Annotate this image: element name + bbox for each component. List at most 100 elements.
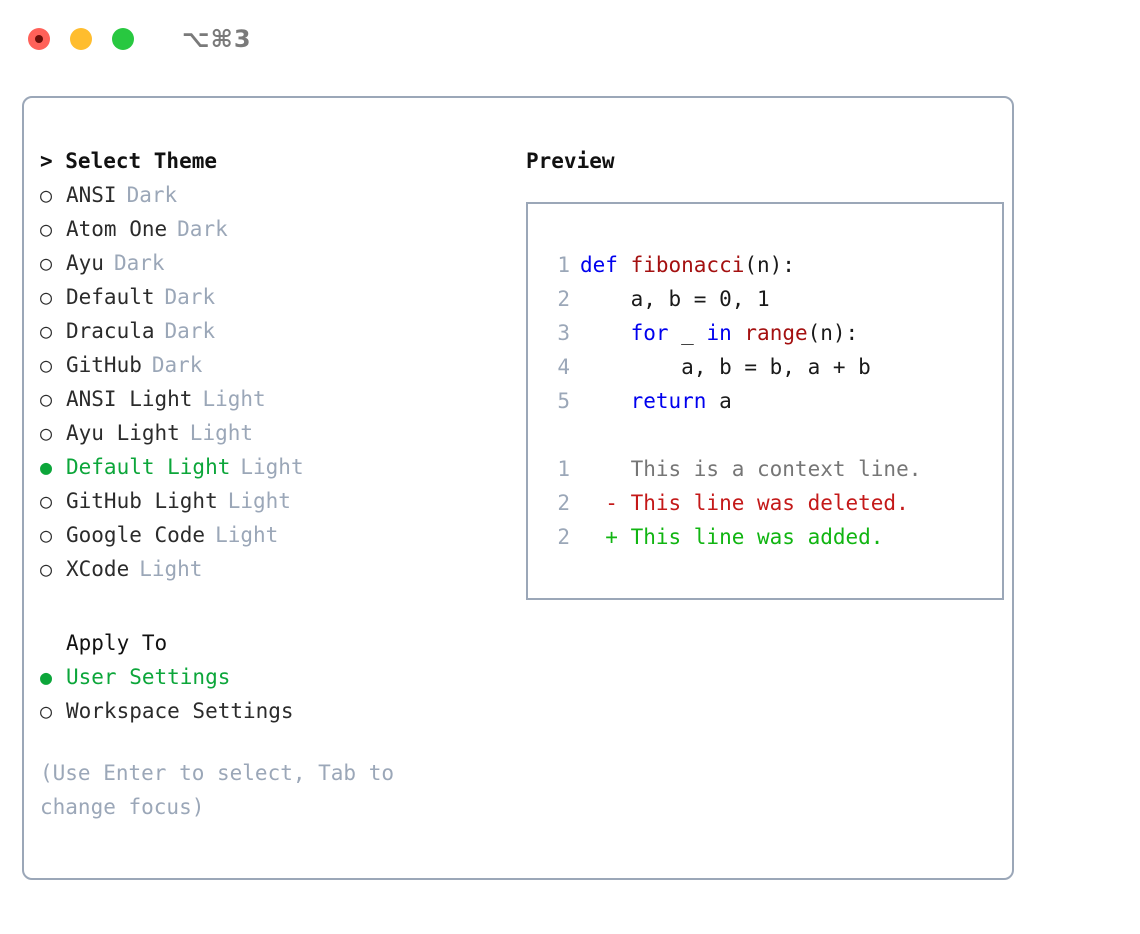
code-token <box>732 321 745 345</box>
line-number: 2 <box>557 491 570 515</box>
theme-variant-tag: Dark <box>126 183 178 207</box>
theme-variant-tag: Light <box>227 489 291 513</box>
line-number: 1 <box>557 457 570 481</box>
code-line: 2 a, b = 0, 1 <box>540 282 1002 316</box>
theme-variant-tag: Dark <box>177 217 228 241</box>
diff-line: 2 - This line was deleted. <box>540 486 1002 520</box>
theme-list-item[interactable]: ● Default Light Light <box>40 450 502 484</box>
close-button[interactable] <box>28 28 50 50</box>
theme-list-item[interactable]: ○ GitHub Light Light <box>40 484 502 518</box>
theme-list-item[interactable]: ○ Atom One Dark <box>40 212 502 246</box>
radio-unselected-icon: ○ <box>40 699 53 723</box>
keyboard-hint: (Use Enter to select, Tab to change focu… <box>40 761 407 819</box>
shortcut-label: ⌥⌘3 <box>182 25 252 53</box>
code-token: for <box>630 321 669 345</box>
code-token: (n): <box>744 253 795 277</box>
radio-unselected-icon: ○ <box>40 421 53 445</box>
diff-text: - This line was deleted. <box>580 491 909 515</box>
radio-unselected-icon: ○ <box>40 285 53 309</box>
code-line: 3 for _ in range(n): <box>540 316 1002 350</box>
theme-list-item[interactable]: ○ Ayu Light Light <box>40 416 502 450</box>
theme-variant-tag: Dark <box>151 353 203 377</box>
title-bar: ⌥⌘3 <box>0 0 1140 78</box>
apply-to-label: Workspace Settings <box>66 699 294 723</box>
theme-variant-tag: Light <box>215 523 279 547</box>
code-text: for _ in range(n): <box>580 316 859 350</box>
diff-text: + This line was added. <box>580 525 884 549</box>
line-number: 1 <box>557 253 570 277</box>
radio-unselected-icon: ○ <box>40 183 53 207</box>
theme-variant-tag: Dark <box>164 319 216 343</box>
diff-line: 1 This is a context line. <box>540 452 1002 486</box>
apply-to-item[interactable]: ●User Settings <box>40 660 502 694</box>
radio-selected-icon: ● <box>40 455 53 479</box>
apply-to-heading: Apply To <box>66 631 168 655</box>
line-number: 2 <box>557 525 570 549</box>
diff-line: 2 + This line was added. <box>540 520 1002 554</box>
theme-name-label: Default Light <box>66 455 231 479</box>
code-token: _ <box>668 321 707 345</box>
theme-name-label: Default <box>66 285 155 309</box>
code-line: 5 return a <box>540 384 1002 418</box>
theme-variant-tag: Light <box>202 387 266 411</box>
line-number: 2 <box>557 287 570 311</box>
theme-list-item[interactable]: ○ ANSI Dark <box>40 178 502 212</box>
code-token: def <box>580 253 631 277</box>
code-token <box>580 321 631 345</box>
code-text: a, b = b, a + b <box>580 350 871 384</box>
apply-to-label: User Settings <box>66 665 231 689</box>
theme-name-label: Ayu Light <box>66 421 180 445</box>
code-token: a, b = 0, 1 <box>580 287 770 311</box>
theme-variant-tag: Light <box>189 421 254 445</box>
theme-list-item[interactable]: ○ ANSI Light Light <box>40 382 502 416</box>
theme-variant-tag: Dark <box>164 285 216 309</box>
theme-name-label: GitHub <box>66 353 142 377</box>
maximize-button[interactable] <box>112 28 134 50</box>
radio-unselected-icon: ○ <box>40 489 53 513</box>
diff-sample: 1 This is a context line.2 - This line w… <box>540 452 1002 554</box>
code-token: range <box>744 321 808 345</box>
apply-to-item[interactable]: ○ Workspace Settings <box>40 694 502 728</box>
apply-to-list[interactable]: ●User Settings ○ Workspace Settings <box>40 660 502 728</box>
theme-name-label: Google Code <box>66 523 206 547</box>
radio-unselected-icon: ○ <box>40 217 53 241</box>
line-number: 3 <box>557 321 570 345</box>
select-theme-heading: > Select Theme <box>40 149 218 173</box>
code-token <box>580 389 631 413</box>
theme-name-label: GitHub Light <box>66 489 218 513</box>
theme-variant-tag: Light <box>240 455 304 479</box>
code-text: return a <box>580 384 732 418</box>
theme-name-label: XCode <box>66 557 130 581</box>
theme-list-item[interactable]: ○ Google Code Light <box>40 518 502 552</box>
record-indicator-icon <box>35 35 43 43</box>
code-token: return <box>630 389 707 413</box>
theme-name-label: ANSI <box>66 183 117 207</box>
diff-text: This is a context line. <box>580 457 922 481</box>
theme-list-item[interactable]: ○ XCode Light <box>40 552 502 586</box>
code-token: in <box>706 321 732 345</box>
radio-unselected-icon: ○ <box>40 523 53 547</box>
theme-variant-tag: Light <box>139 557 203 581</box>
code-token: a, b = b, a + b <box>580 355 871 379</box>
code-token: (n): <box>807 321 859 345</box>
preview-heading: Preview <box>526 149 615 173</box>
radio-unselected-icon: ○ <box>40 251 53 275</box>
radio-unselected-icon: ○ <box>40 557 53 581</box>
line-number: 4 <box>557 355 570 379</box>
theme-name-label: Atom One <box>66 217 168 241</box>
minimize-button[interactable] <box>70 28 92 50</box>
theme-name-label: ANSI Light <box>66 387 193 411</box>
theme-name-label: Ayu <box>66 251 104 275</box>
theme-list-item[interactable]: ○ Default Dark <box>40 280 502 314</box>
code-token: a <box>706 389 732 413</box>
radio-unselected-icon: ○ <box>40 387 53 411</box>
line-number: 5 <box>557 389 570 413</box>
